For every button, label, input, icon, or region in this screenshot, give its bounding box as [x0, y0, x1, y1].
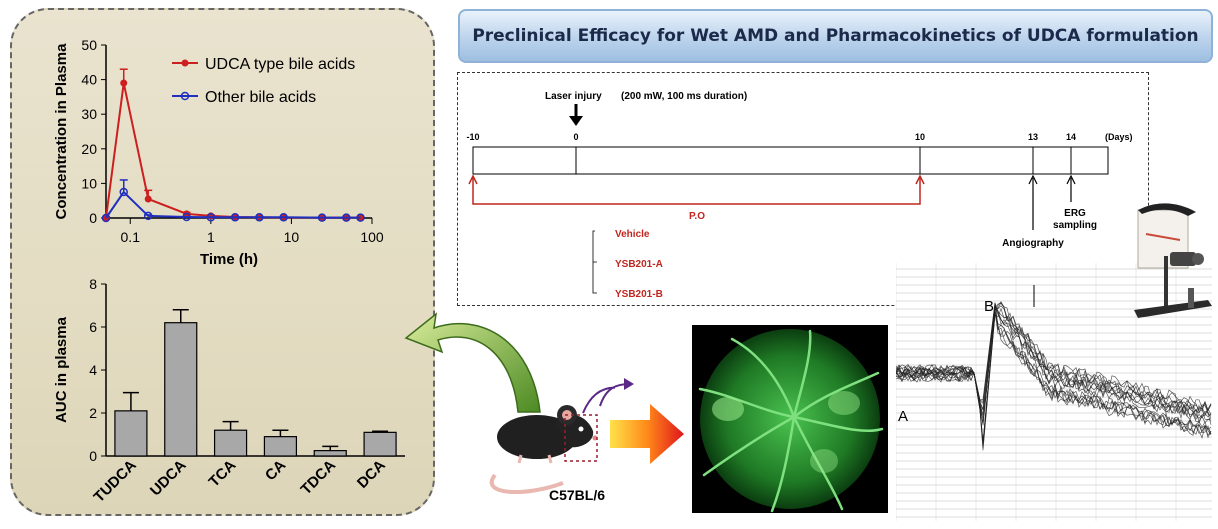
pk-y-tick-label: 10 — [81, 175, 97, 191]
timeline-box — [457, 72, 1149, 306]
pk-point — [279, 213, 288, 222]
erg-recording: A B — [896, 263, 1212, 521]
group-label: YSB201-B — [615, 289, 663, 300]
pk-point — [342, 213, 351, 222]
title-banner: Preclinical Efficacy for Wet AMD and Pha… — [458, 9, 1213, 63]
po-label: P.O — [689, 211, 705, 222]
pk-x-tick-label: 10 — [284, 229, 300, 245]
pk-point — [143, 211, 153, 221]
erg-trace — [896, 302, 1212, 440]
group-label: Vehicle — [615, 229, 650, 240]
pk-x-tick-label: 1 — [207, 229, 215, 245]
pk-point — [144, 195, 152, 203]
timeline-day-label: 13 — [1028, 132, 1038, 142]
pk-legend-label: Other bile acids — [205, 89, 316, 106]
group-label: YSB201-A — [615, 259, 663, 270]
po-bracket — [472, 178, 921, 205]
laser-injury-label: Laser injury — [545, 91, 602, 102]
timeline-day-label: 14 — [1066, 132, 1076, 142]
laser-detail-label: (200 mW, 100 ms duration) — [621, 91, 747, 102]
pk-point — [206, 213, 216, 222]
timeline-unit-label: (Days) — [1105, 132, 1133, 142]
timeline-day-label: 10 — [915, 132, 925, 142]
curved-arrow-icon — [404, 312, 541, 413]
erg-label-b: B — [984, 298, 994, 315]
mouse-strain-label: C57BL/6 — [549, 487, 606, 503]
pk-y-tick-label: 50 — [81, 37, 97, 53]
timeline-day-label: -10 — [466, 132, 479, 142]
erg-label-a: A — [898, 408, 908, 425]
fundus-angiography-image — [692, 325, 888, 513]
pk-y-tick-label: 30 — [81, 106, 97, 122]
timeline-day-label: 0 — [573, 132, 578, 142]
pk-point — [120, 79, 128, 87]
pk-series-line — [105, 190, 361, 219]
study-timeline: -10 0 10 13 14 (Days) Laser injury (200 mW, 100… — [466, 91, 1133, 300]
pk-x-axis-label: Time (h) — [200, 251, 258, 268]
po-arrow-right — [915, 174, 925, 185]
pk-point — [317, 213, 327, 222]
erg-trace — [896, 302, 1212, 419]
pk-legend-label: UDCA type bile acids — [205, 56, 355, 73]
pk-point — [230, 213, 240, 222]
erg-device-icon — [1134, 203, 1212, 318]
group-bracket — [592, 230, 597, 294]
pk-x-tick-label: 100 — [360, 229, 384, 245]
pk-y-tick-label: 0 — [89, 210, 97, 226]
pk-y-tick-label: 20 — [81, 141, 97, 157]
fire-arrow-icon — [610, 404, 684, 464]
banner-title: Preclinical Efficacy for Wet AMD and Pha… — [472, 26, 1199, 46]
pk-legend-marker — [180, 91, 190, 101]
pk-point — [255, 213, 264, 222]
pk-legend-marker — [181, 59, 189, 67]
pk-point — [182, 212, 191, 222]
pk-point — [356, 213, 365, 222]
angiography-arrow-head — [1028, 174, 1038, 185]
pk-x-tick-label: 0.1 — [121, 229, 141, 245]
pk-y-tick-label: 40 — [81, 72, 97, 88]
pk-point — [119, 187, 128, 197]
pk-point — [101, 213, 111, 223]
pk-y-axis-label: Concentration in Plasma — [53, 43, 70, 220]
angiography-label: Angiography — [1002, 238, 1064, 249]
po-arrow-left — [468, 174, 478, 185]
purple-arrow-icon — [599, 378, 634, 407]
erg-trace — [896, 312, 1212, 443]
timeline-bar — [472, 146, 1109, 175]
erg-trace — [896, 305, 1212, 425]
laser-arrow-head — [569, 116, 583, 126]
mouse-illustration — [490, 386, 615, 494]
erg-arrow-head — [1066, 174, 1076, 185]
erg-trace — [896, 307, 1212, 451]
erg-trace — [896, 301, 1212, 448]
